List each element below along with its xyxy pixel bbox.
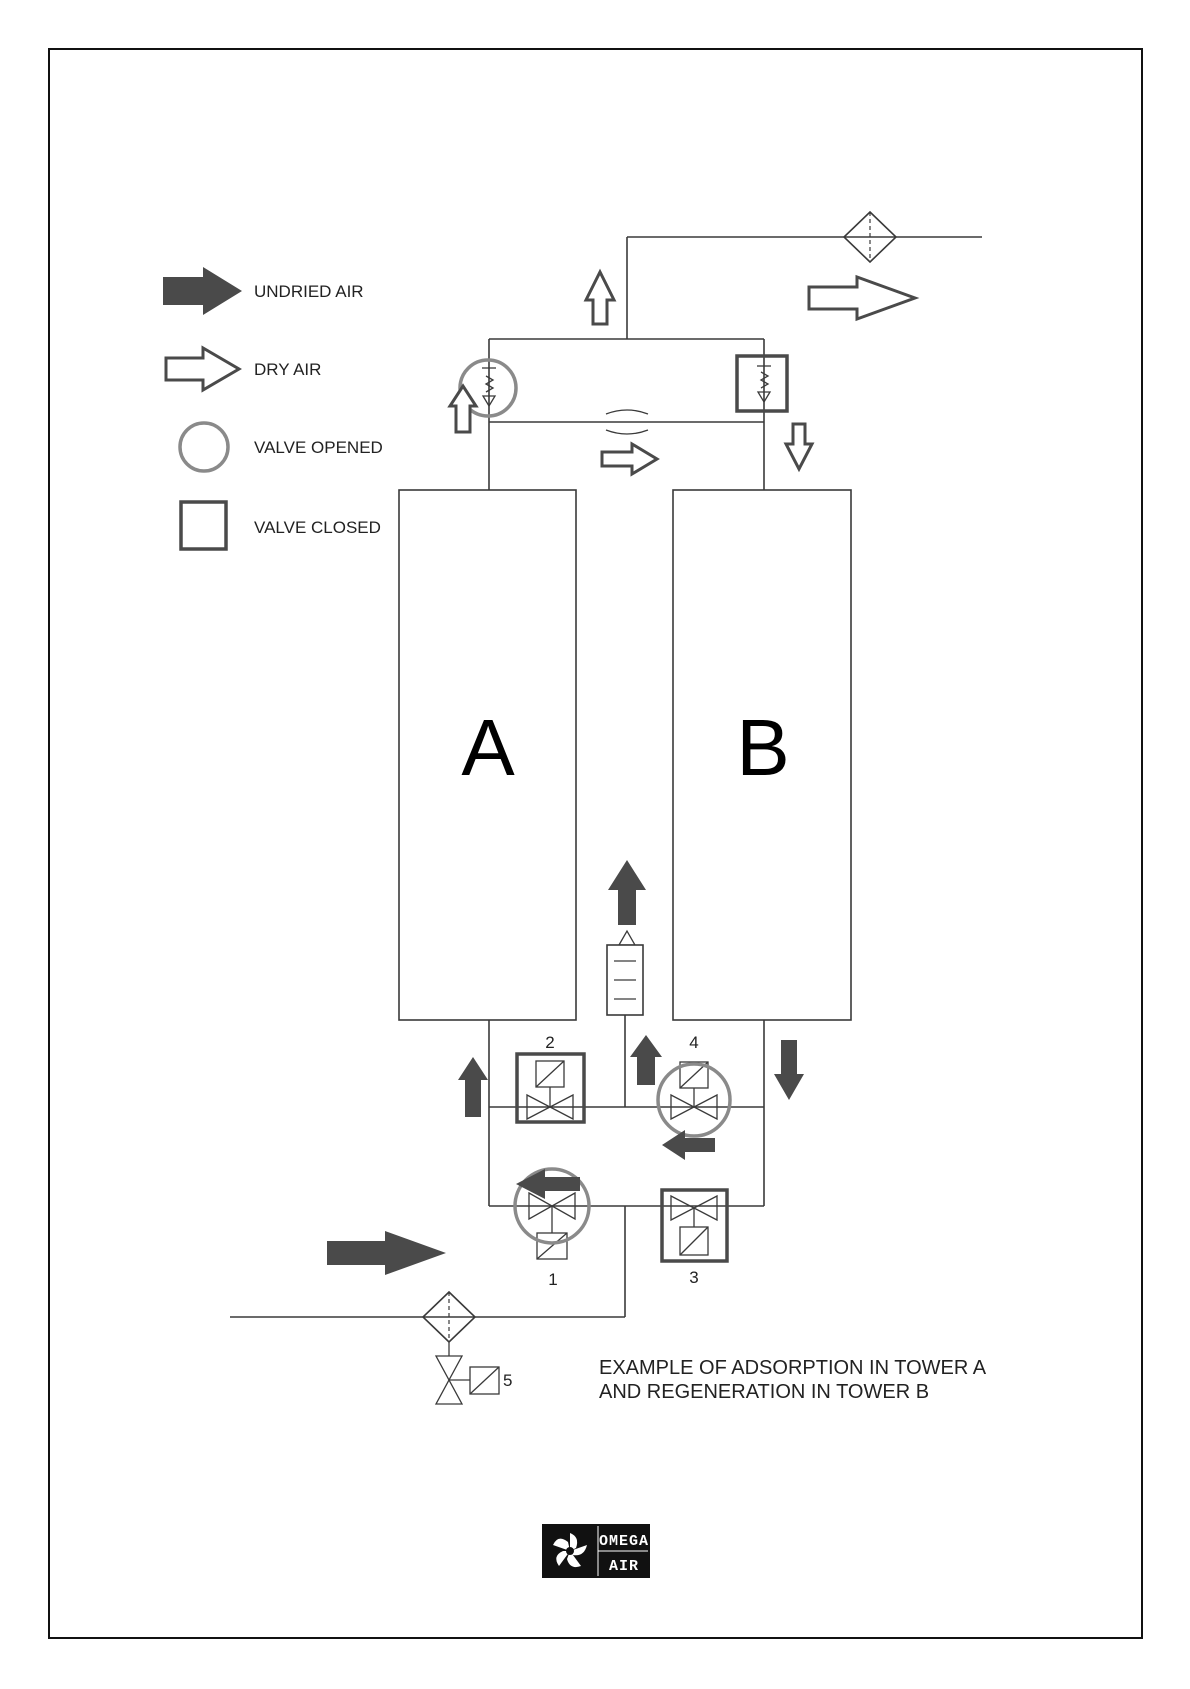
legend-valve-closed-label: VALVE CLOSED	[254, 518, 381, 537]
valve-2: 2	[517, 1033, 584, 1122]
legend-undried-label: UNDRIED AIR	[254, 282, 364, 301]
undried-inlet-arrow	[327, 1231, 446, 1275]
dry-air-up-arrow	[586, 272, 614, 324]
valve-4: 4	[658, 1033, 730, 1160]
caption-line-1: EXAMPLE OF ADSORPTION IN TOWER A	[599, 1357, 987, 1379]
valve-4-number: 4	[689, 1033, 698, 1052]
purge-flow-arrow	[602, 444, 657, 474]
legend-valve-open-label: VALVE OPENED	[254, 438, 383, 457]
exhaust-flow-arrow	[630, 1035, 662, 1085]
logo-line-1: OMEGA	[599, 1533, 649, 1550]
undried-up-arrow-a	[458, 1057, 488, 1117]
valve-1: 1	[515, 1169, 589, 1289]
valve-closed-marker	[737, 356, 787, 411]
valve-5-number: 5	[503, 1371, 512, 1390]
legend-valve-closed-icon	[181, 502, 226, 549]
dry-air-down-arrow-b	[786, 424, 812, 469]
top-manifold	[450, 339, 812, 490]
dry-air-outlet-arrow	[809, 277, 915, 319]
logo-line-2: AIR	[609, 1558, 639, 1575]
undried-down-arrow-b	[774, 1040, 804, 1100]
tower-a: A	[399, 490, 576, 1020]
tower-a-label: A	[461, 703, 515, 792]
inlet-filter	[423, 1292, 475, 1356]
caption-line-2: AND REGENERATION IN TOWER B	[599, 1381, 929, 1403]
omega-air-logo: OMEGA AIR	[542, 1524, 650, 1578]
check-valve-tower-b	[737, 356, 787, 411]
caption: EXAMPLE OF ADSORPTION IN TOWER A AND REG…	[599, 1357, 987, 1403]
valve-3: 3	[662, 1190, 727, 1287]
exhaust-up-arrow	[608, 860, 646, 925]
valve-1-number: 1	[548, 1270, 557, 1289]
valve-2-number: 2	[545, 1033, 554, 1052]
legend-dry-arrow	[166, 348, 239, 390]
tower-b: B	[673, 490, 851, 1020]
valve-3-number: 3	[689, 1268, 698, 1287]
legend: UNDRIED AIR DRY AIR VALVE OPENED VALVE C…	[163, 267, 383, 549]
outlet-filter	[844, 212, 896, 262]
outlet-line	[586, 212, 982, 339]
exhaust-silencer	[607, 860, 662, 1107]
legend-valve-open-icon	[180, 423, 228, 471]
legend-dry-label: DRY AIR	[254, 360, 321, 379]
tower-b-label: B	[736, 703, 789, 792]
legend-undried-arrow	[163, 267, 242, 315]
valve-5: 5	[436, 1356, 512, 1404]
